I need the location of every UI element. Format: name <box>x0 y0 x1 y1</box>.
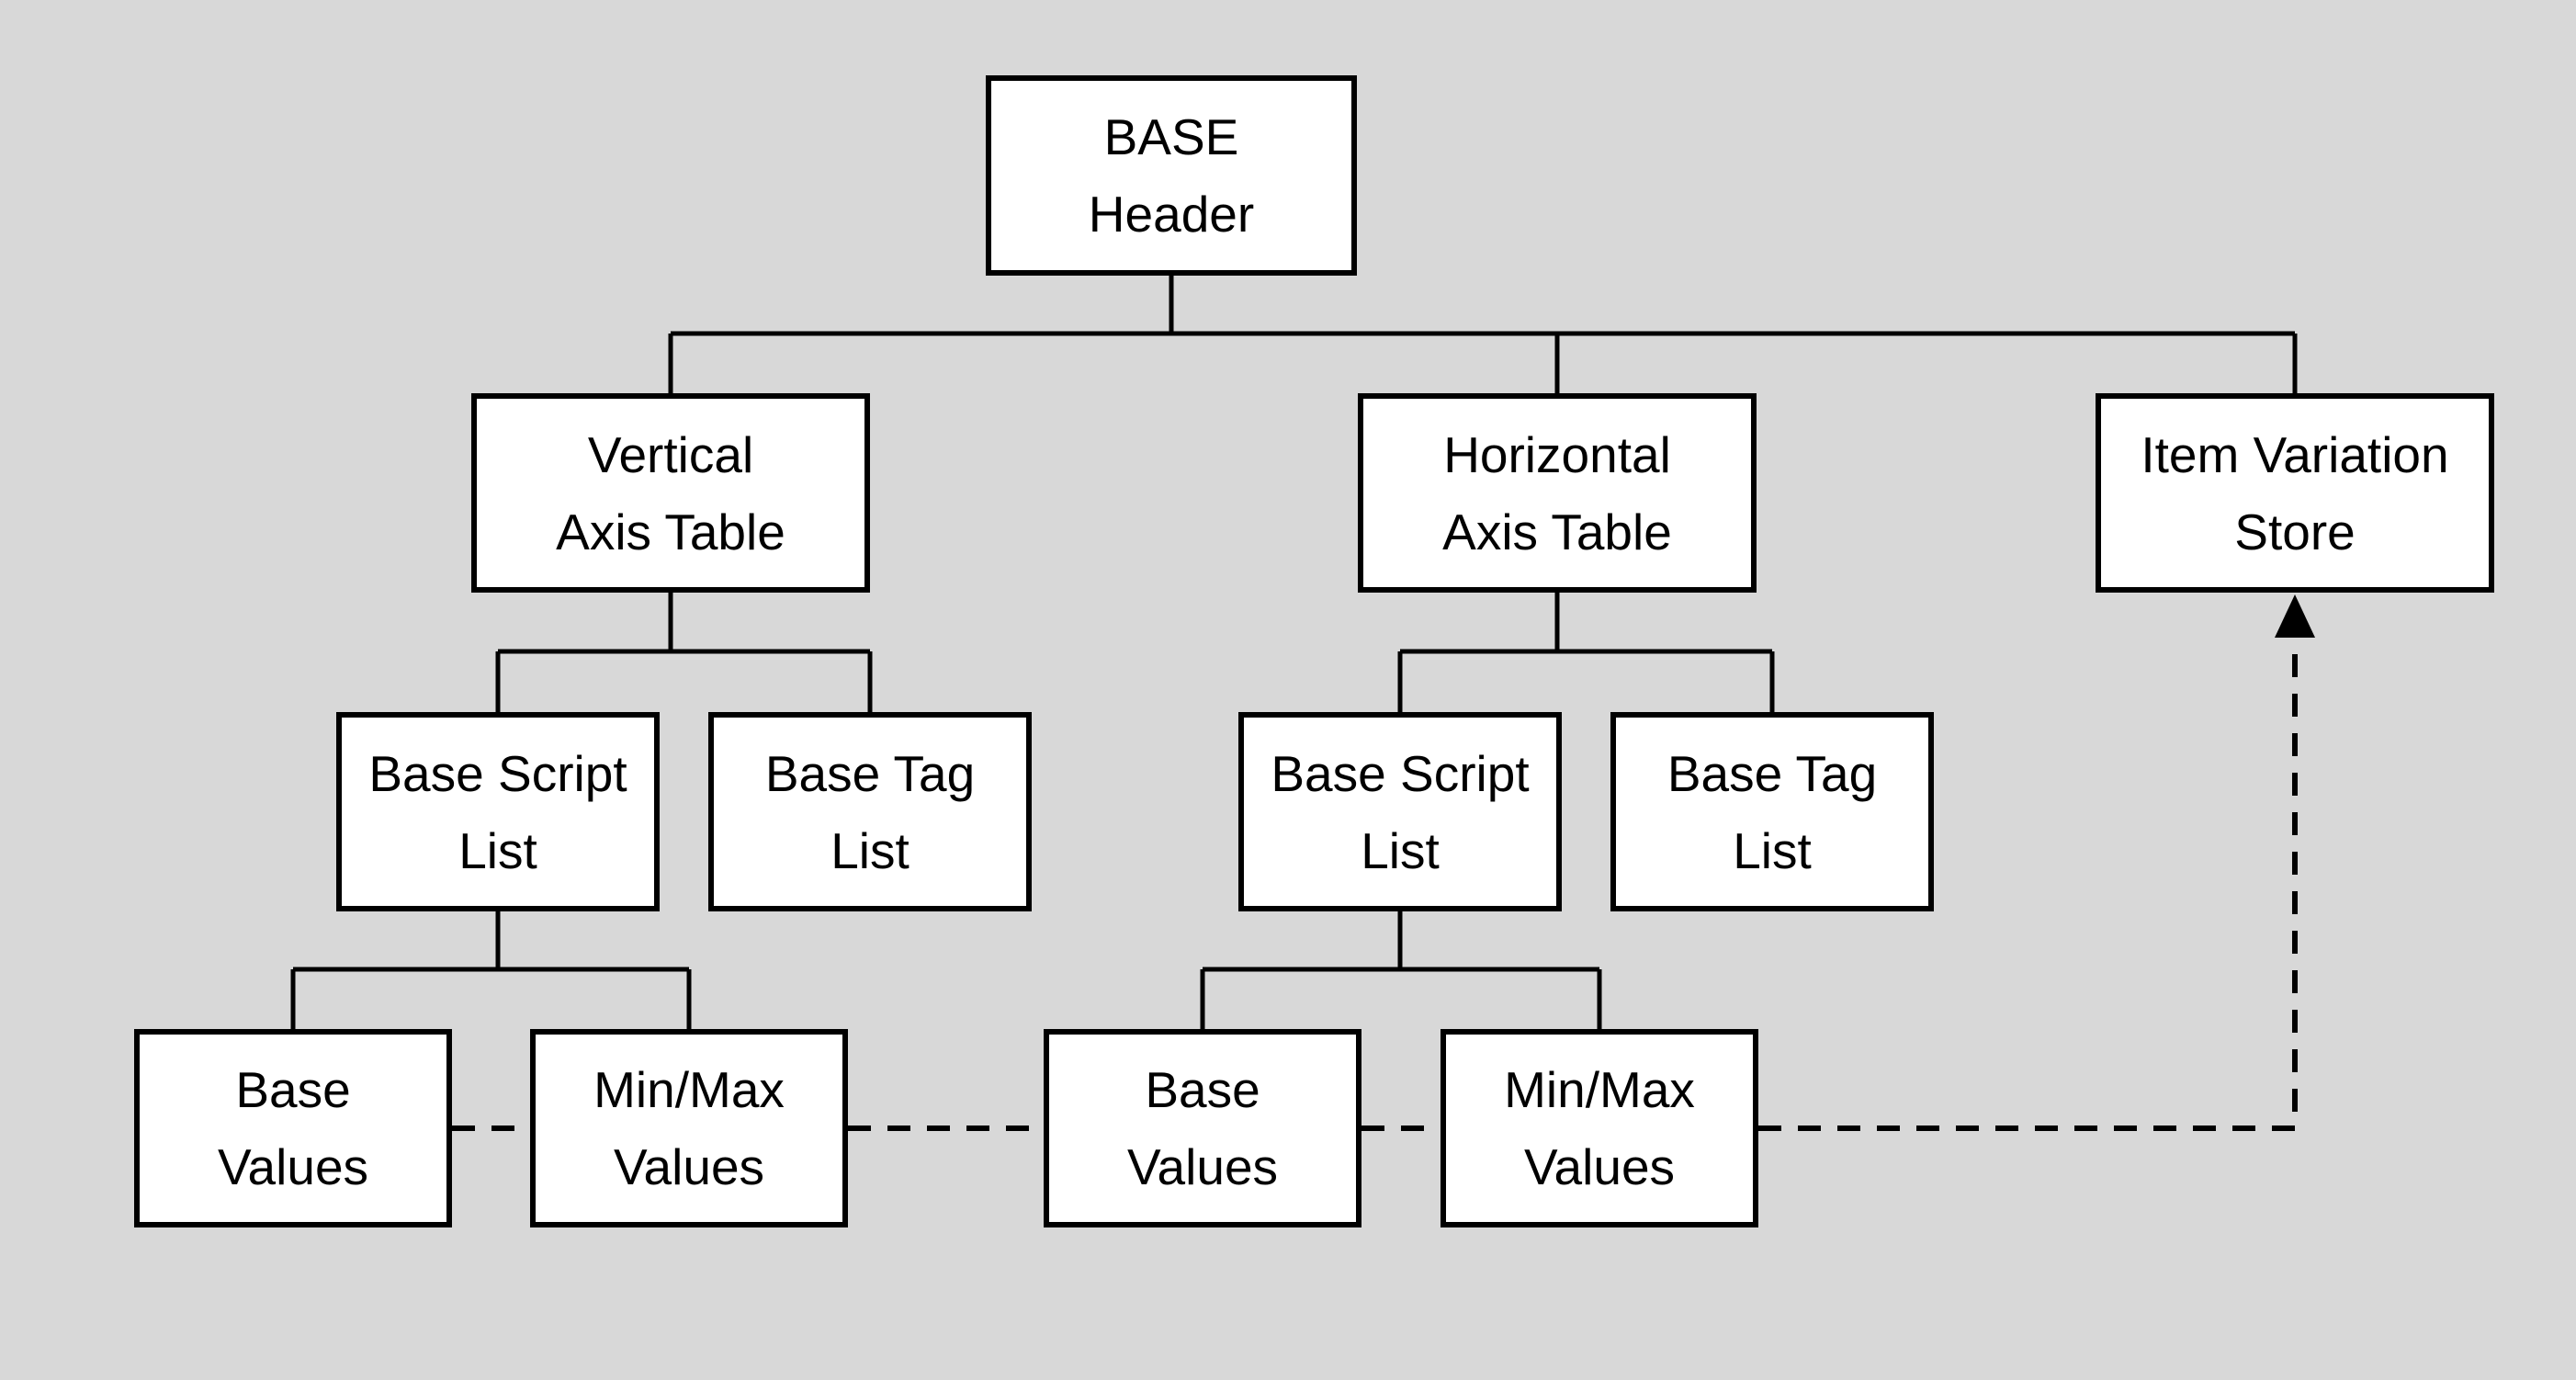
node-label-line: Horizontal <box>1443 425 1671 483</box>
node-label-line: Base Tag <box>1666 744 1878 802</box>
tree-connector-base-script-horizontal <box>1200 911 1602 1029</box>
node-label-line: Axis Table <box>1442 503 1672 560</box>
node-horizontal-axis-table: Horizontal Axis Table <box>1358 393 1757 593</box>
tree-connector-header <box>668 276 2298 393</box>
node-label-line: Base Script <box>1271 744 1530 802</box>
node-label-line: Axis Table <box>556 503 785 560</box>
node-base-values-horizontal: Base Values <box>1044 1029 1361 1227</box>
node-label-line: List <box>1361 821 1440 879</box>
node-label-line: Store <box>2234 503 2356 560</box>
node-base-tag-list-vertical: Base Tag List <box>708 712 1032 911</box>
tree-connector-base-script-vertical <box>290 911 692 1029</box>
node-label-line: Values <box>1523 1138 1676 1195</box>
node-label-line: List <box>458 821 537 879</box>
tree-connector-vertical-axis <box>495 593 873 712</box>
node-base-tag-list-horizontal: Base Tag List <box>1610 712 1934 911</box>
node-label-line: Values <box>217 1138 369 1195</box>
node-label-line: Base Tag <box>764 744 976 802</box>
node-label-line: Header <box>1088 186 1255 243</box>
node-label-line: Base Script <box>368 744 627 802</box>
node-label-line: Min/Max <box>593 1061 785 1118</box>
node-label-line: Min/Max <box>1504 1061 1695 1118</box>
node-label-line: Vertical <box>587 425 754 483</box>
node-base-script-list-vertical: Base Script List <box>336 712 660 911</box>
node-label-line: BASE <box>1103 108 1239 165</box>
up-arrowhead-icon <box>2275 594 2315 638</box>
node-minmax-values-horizontal: Min/Max Values <box>1441 1029 1758 1227</box>
node-label-line: List <box>1733 821 1812 879</box>
node-vertical-axis-table: Vertical Axis Table <box>471 393 870 593</box>
node-label-line: Base <box>235 1061 351 1118</box>
node-label-line: Base <box>1145 1061 1260 1118</box>
node-base-script-list-horizontal: Base Script List <box>1238 712 1562 911</box>
dashed-link-to-item-variation-store <box>1758 638 2298 1131</box>
node-base-header: BASE Header <box>986 75 1357 276</box>
node-label-line: Values <box>1126 1138 1279 1195</box>
node-label-line: Item Variation <box>2141 425 2449 483</box>
tree-connector-horizontal-axis <box>1397 593 1775 712</box>
node-label-line: List <box>830 821 910 879</box>
node-item-variation-store: Item Variation Store <box>2096 393 2494 593</box>
node-base-values-vertical: Base Values <box>134 1029 452 1227</box>
node-minmax-values-vertical: Min/Max Values <box>530 1029 848 1227</box>
node-label-line: Values <box>613 1138 765 1195</box>
